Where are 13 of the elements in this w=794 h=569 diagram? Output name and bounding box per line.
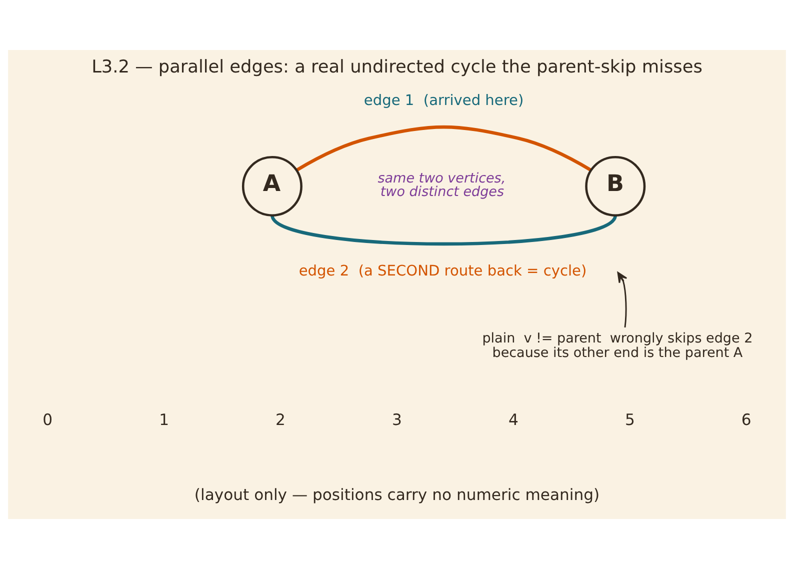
label: edge 1 (arrived here): [364, 92, 524, 109]
label: 3: [392, 410, 402, 429]
node-text: plain v != parent wrongly skips edge 2 because its other end is the parent A: [482, 330, 753, 362]
label: (layout only — positions carry no numeric meaning): [194, 486, 600, 504]
label: 5: [624, 410, 635, 429]
label: 4: [508, 410, 518, 429]
label: edge 2 (a SECOND route back = cycle): [298, 262, 587, 280]
label: same two vertices, two distinct edges: [378, 170, 506, 200]
label: 2: [276, 410, 286, 429]
label: 6: [741, 410, 752, 429]
label: 1: [159, 410, 170, 429]
label: 0: [42, 410, 53, 429]
diagram-title: L3.2 — parallel edges: a real undirected cycle the parent-skip misses: [92, 57, 702, 78]
